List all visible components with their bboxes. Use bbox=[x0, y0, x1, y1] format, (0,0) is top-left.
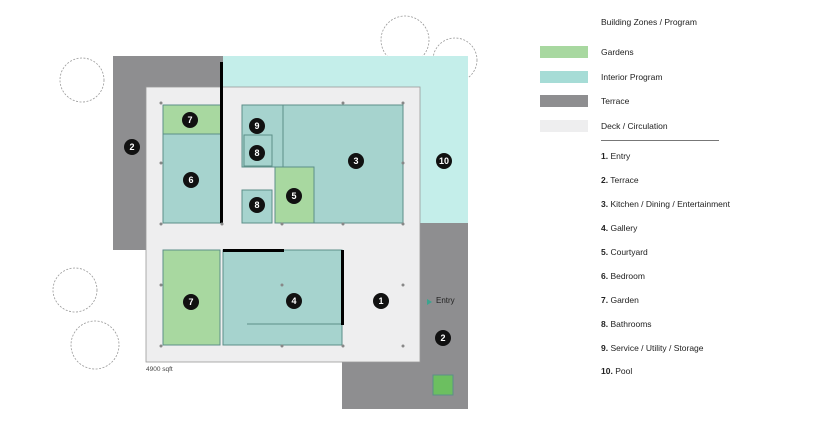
program-label: Entry bbox=[608, 151, 631, 161]
svg-text:2: 2 bbox=[129, 142, 134, 152]
program-number: 2. bbox=[601, 175, 609, 185]
area-label: 4900 sqft bbox=[146, 366, 173, 373]
program-number: 5. bbox=[601, 247, 609, 257]
tree-icon bbox=[52, 267, 98, 313]
zone-badge-1: 1 bbox=[373, 293, 389, 309]
program-number: 4. bbox=[601, 223, 609, 233]
entry-label: Entry bbox=[436, 296, 455, 305]
tree-icon bbox=[380, 15, 430, 65]
zone-badge-8: 8 bbox=[249, 197, 265, 213]
program-label: Gallery bbox=[608, 223, 638, 233]
zone-badge-3: 3 bbox=[348, 153, 364, 169]
zone-badge-10: 10 bbox=[436, 153, 452, 169]
program-number: 7. bbox=[601, 295, 609, 305]
legend-zone-gardens: Gardens bbox=[540, 46, 800, 58]
program-item: 1. Entry bbox=[601, 151, 630, 161]
svg-text:5: 5 bbox=[291, 191, 296, 201]
program-item: 8. Bathrooms bbox=[601, 319, 652, 329]
legend-zone-terrace: Terrace bbox=[540, 95, 800, 107]
zone-badge-2: 2 bbox=[124, 139, 140, 155]
tree-icons bbox=[52, 15, 478, 370]
svg-text:7: 7 bbox=[187, 115, 192, 125]
zone-badge-7: 7 bbox=[183, 294, 199, 310]
legend-title: Building Zones / Program bbox=[601, 17, 697, 27]
program-item: 5. Courtyard bbox=[601, 247, 648, 257]
tree-icon bbox=[432, 37, 478, 83]
zone-badge-6: 6 bbox=[183, 172, 199, 188]
legend-zone-interior: Interior Program bbox=[540, 71, 800, 83]
swatch bbox=[540, 46, 588, 58]
program-label: Kitchen / Dining / Entertainment bbox=[608, 199, 730, 209]
svg-text:2: 2 bbox=[440, 333, 445, 343]
svg-text:8: 8 bbox=[254, 200, 259, 210]
svg-text:8: 8 bbox=[254, 148, 259, 158]
program-number: 9. bbox=[601, 343, 609, 353]
swatch bbox=[540, 95, 588, 107]
walls bbox=[220, 62, 344, 325]
zone-label: Terrace bbox=[601, 96, 630, 106]
legend-divider bbox=[601, 140, 719, 141]
svg-text:10: 10 bbox=[439, 156, 449, 166]
program-label: Pool bbox=[612, 366, 633, 376]
program-number: 1. bbox=[601, 151, 609, 161]
svg-text:1: 1 bbox=[378, 296, 383, 306]
program-item: 2. Terrace bbox=[601, 175, 639, 185]
zone-badge-2: 2 bbox=[435, 330, 451, 346]
legend-zone-deck: Deck / Circulation bbox=[540, 120, 800, 132]
program-item: 7. Garden bbox=[601, 295, 639, 305]
svg-text:3: 3 bbox=[353, 156, 358, 166]
program-item: 3. Kitchen / Dining / Entertainment bbox=[601, 199, 730, 209]
zone-badge-7: 7 bbox=[182, 112, 198, 128]
tree-icon bbox=[59, 57, 105, 103]
program-label: Garden bbox=[608, 295, 639, 305]
swatch bbox=[540, 120, 588, 132]
zone-badge-9: 9 bbox=[249, 118, 265, 134]
zone-label: Interior Program bbox=[601, 72, 663, 82]
zone-badge-8: 8 bbox=[249, 145, 265, 161]
svg-text:4: 4 bbox=[291, 296, 296, 306]
program-item: 6. Bedroom bbox=[601, 271, 645, 281]
zone-badge-5: 5 bbox=[286, 188, 302, 204]
program-label: Bedroom bbox=[608, 271, 645, 281]
program-label: Terrace bbox=[608, 175, 639, 185]
program-item: 4. Gallery bbox=[601, 223, 637, 233]
zone-label: Deck / Circulation bbox=[601, 121, 668, 131]
program-item: 10. Pool bbox=[601, 366, 632, 376]
program-label: Courtyard bbox=[608, 247, 648, 257]
tree-icon bbox=[70, 320, 120, 370]
svg-text:6: 6 bbox=[188, 175, 193, 185]
gallery bbox=[222, 249, 343, 346]
entry-arrow-icon bbox=[427, 299, 432, 305]
swatch bbox=[540, 71, 588, 83]
program-item: 9. Service / Utility / Storage bbox=[601, 343, 704, 353]
zone-label: Gardens bbox=[601, 47, 634, 57]
program-number: 10. bbox=[601, 366, 613, 376]
program-number: 3. bbox=[601, 199, 609, 209]
program-label: Service / Utility / Storage bbox=[608, 343, 704, 353]
garden-pad bbox=[432, 374, 454, 396]
program-label: Bathrooms bbox=[608, 319, 652, 329]
program-number: 8. bbox=[601, 319, 609, 329]
program-number: 6. bbox=[601, 271, 609, 281]
zone-badge-4: 4 bbox=[286, 293, 302, 309]
svg-text:9: 9 bbox=[254, 121, 259, 131]
column-markers bbox=[159, 101, 405, 348]
svg-text:7: 7 bbox=[188, 297, 193, 307]
